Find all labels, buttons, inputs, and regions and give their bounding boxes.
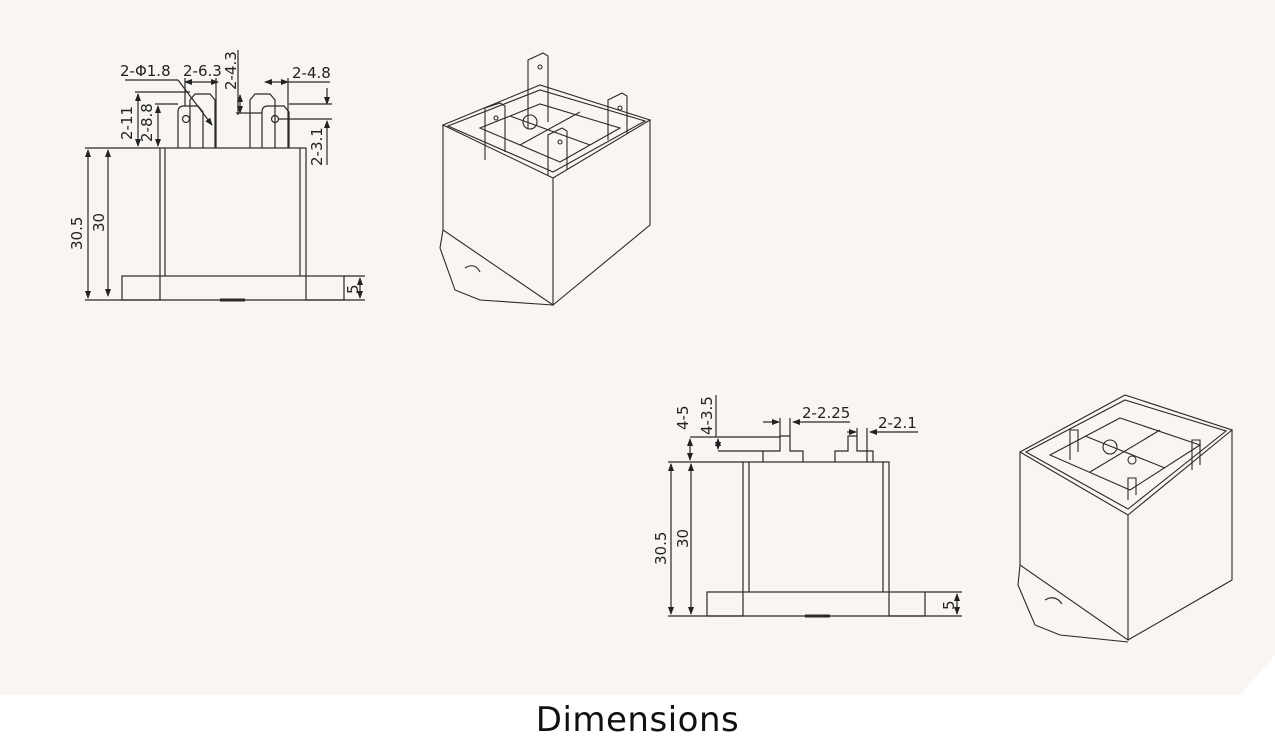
- isometric-view-2: [1017, 394, 1234, 643]
- dim-label: 2-2.1: [878, 414, 917, 432]
- isometric-view-1: [439, 52, 652, 307]
- front-view-2-labels: 4-5 4-3.5 2-2.25 2-2.1 30.5 30 5: [652, 396, 958, 610]
- front-view-1-labels: 2-Φ1.8 2-6.3 2-4.3 2-4.8 2-11 2-8.8 2-3.…: [68, 51, 362, 294]
- front-view-1: [85, 50, 365, 302]
- dim-label: 5: [344, 284, 362, 294]
- dim-label: 4-3.5: [698, 396, 716, 435]
- technical-drawing: 2-Φ1.8 2-6.3 2-4.3 2-4.8 2-11 2-8.8 2-3.…: [0, 0, 1275, 695]
- dim-label: 2-3.1: [308, 127, 326, 166]
- dim-label: 4-5: [674, 406, 692, 431]
- dim-label: 2-2.25: [802, 404, 850, 422]
- front-view-2: [668, 395, 962, 618]
- dim-label: 2-4.8: [292, 64, 331, 82]
- dim-label: 2-4.3: [222, 51, 240, 90]
- dim-label: 2-Φ1.8: [120, 62, 171, 80]
- dim-label: 2-11: [118, 106, 136, 140]
- dim-label: 5: [940, 600, 958, 610]
- dim-label: 30: [90, 213, 108, 232]
- drawing-panel: 2-Φ1.8 2-6.3 2-4.3 2-4.8 2-11 2-8.8 2-3.…: [0, 0, 1275, 695]
- dim-label: 2-6.3: [183, 62, 222, 80]
- dim-label: 30: [674, 529, 692, 548]
- dim-label: 30.5: [68, 217, 86, 250]
- caption-title: Dimensions: [535, 700, 740, 740]
- dim-label: 2-8.8: [138, 103, 156, 142]
- dim-label: 30.5: [652, 532, 670, 565]
